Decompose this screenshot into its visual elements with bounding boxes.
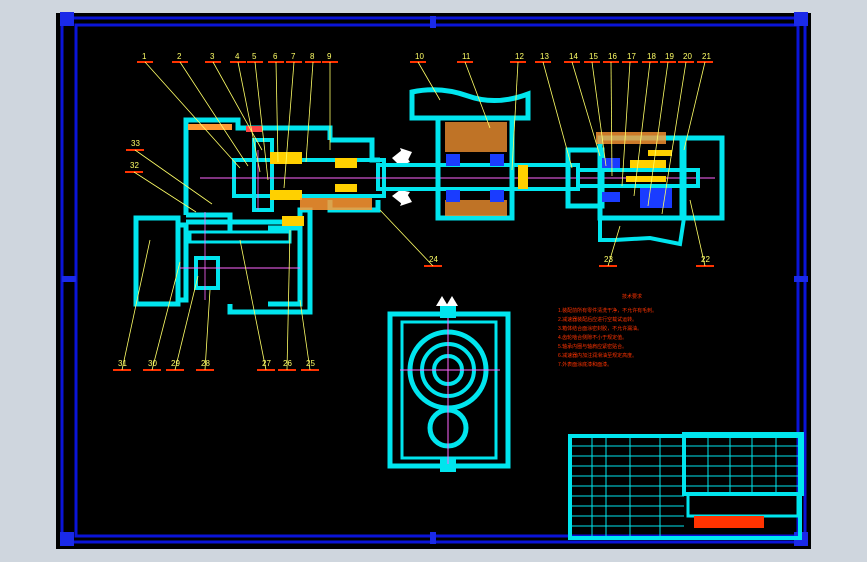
part-label: 4 bbox=[235, 52, 240, 61]
part-label: 20 bbox=[683, 52, 692, 61]
frame-markers bbox=[60, 12, 808, 546]
part-label: 18 bbox=[647, 52, 656, 61]
notes-line: 5.轴承内圈与轴肩应紧密贴合。 bbox=[558, 343, 627, 350]
part-label: 8 bbox=[310, 52, 315, 61]
part-label: 1 bbox=[142, 52, 147, 61]
part-label: 31 bbox=[118, 359, 127, 368]
part-label: 24 bbox=[429, 255, 438, 264]
part-label: 28 bbox=[201, 359, 210, 368]
part-label: 29 bbox=[171, 359, 180, 368]
notes-line: 4.齿轮啮合侧隙不小于规定值。 bbox=[558, 334, 627, 341]
part-label: 32 bbox=[130, 161, 139, 170]
part-label: 33 bbox=[131, 139, 140, 148]
technical-notes: 技术要求 1.装配前所有零件清洗干净，不允许有毛刺。 2.减速器装配后应进行空载试… bbox=[558, 293, 657, 368]
part-label: 14 bbox=[569, 52, 578, 61]
part-label: 25 bbox=[306, 359, 315, 368]
part-label: 11 bbox=[462, 52, 471, 61]
notes-line: 6.减速器内加注润滑油至规定高度。 bbox=[558, 352, 637, 359]
title-block bbox=[568, 432, 804, 540]
right-gear-assembly bbox=[565, 132, 725, 247]
part-label: 13 bbox=[540, 52, 549, 61]
fan-icon bbox=[392, 148, 412, 206]
notes-line: 1.装配前所有零件清洗干净，不允许有毛刺。 bbox=[558, 307, 657, 314]
part-label: 9 bbox=[327, 52, 332, 61]
part-label: 23 bbox=[604, 255, 613, 264]
part-label: 10 bbox=[415, 52, 424, 61]
part-label: 5 bbox=[252, 52, 257, 61]
part-label: 3 bbox=[210, 52, 215, 61]
notes-heading: 技术要求 bbox=[622, 293, 642, 300]
part-label: 7 bbox=[291, 52, 296, 61]
part-label: 26 bbox=[283, 359, 292, 368]
part-label: 21 bbox=[702, 52, 711, 61]
section-arrow-icon bbox=[436, 296, 458, 306]
part-label: 22 bbox=[701, 255, 710, 264]
notes-line: 2.减速器装配后应进行空载试运转。 bbox=[558, 316, 637, 323]
part-label: 16 bbox=[608, 52, 617, 61]
part-label: 12 bbox=[515, 52, 524, 61]
part-label: 19 bbox=[665, 52, 674, 61]
part-label: 15 bbox=[589, 52, 598, 61]
part-label: 30 bbox=[148, 359, 157, 368]
part-label: 27 bbox=[262, 359, 271, 368]
notes-line: 7.外表面涂底漆和面漆。 bbox=[558, 361, 612, 368]
notes-line: 3.箱体结合面涂密封胶，不允许漏油。 bbox=[558, 325, 642, 332]
left-gear-details bbox=[180, 124, 395, 300]
part-label: 17 bbox=[627, 52, 636, 61]
part-label: 2 bbox=[177, 52, 182, 61]
part-label: 6 bbox=[273, 52, 278, 61]
section-view bbox=[387, 306, 511, 472]
